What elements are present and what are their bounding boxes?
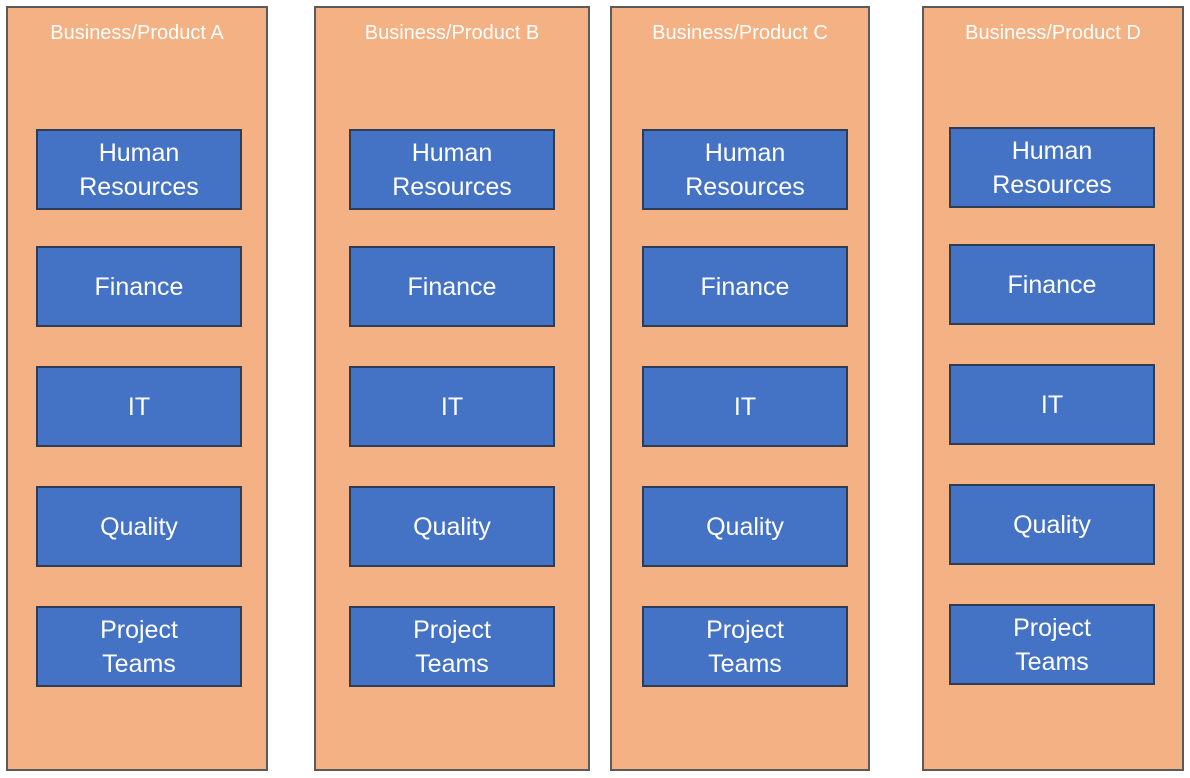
department-box-project-teams: Project Teams xyxy=(642,606,848,687)
column-title: Business/Product B xyxy=(364,22,540,44)
box-label: IT xyxy=(733,392,757,421)
box-label: IT xyxy=(127,392,151,421)
department-box-finance: Finance xyxy=(36,246,242,327)
department-box-quality: Quality xyxy=(349,486,555,567)
box-label: Project Teams xyxy=(706,615,784,678)
department-box-it: IT xyxy=(949,364,1155,445)
box-label: Quality xyxy=(413,512,491,541)
department-box-human-resources: Human Resources xyxy=(949,127,1155,208)
department-box-human-resources: Human Resources xyxy=(642,129,848,210)
business-column-b: Business/Product B Human Resources Finan… xyxy=(314,6,590,771)
box-label: Quality xyxy=(706,512,784,541)
box-label: Project Teams xyxy=(100,615,178,678)
department-box-project-teams: Project Teams xyxy=(349,606,555,687)
column-title: Business/Product D xyxy=(965,22,1141,44)
department-box-it: IT xyxy=(642,366,848,447)
box-label: IT xyxy=(440,392,464,421)
department-box-finance: Finance xyxy=(949,244,1155,325)
department-box-finance: Finance xyxy=(642,246,848,327)
box-label: Project Teams xyxy=(413,615,491,678)
box-label: Finance xyxy=(1007,270,1097,299)
department-box-quality: Quality xyxy=(36,486,242,567)
box-label: Human Resources xyxy=(79,138,199,201)
business-column-c: Business/Product C Human Resources Finan… xyxy=(610,6,870,771)
department-box-finance: Finance xyxy=(349,246,555,327)
box-label: Human Resources xyxy=(685,138,805,201)
box-label: Human Resources xyxy=(392,138,512,201)
box-label: Project Teams xyxy=(1013,613,1091,676)
department-box-project-teams: Project Teams xyxy=(36,606,242,687)
box-label: Quality xyxy=(1013,510,1091,539)
business-column-a: Business/Product A Human Resources Finan… xyxy=(6,6,268,771)
column-title: Business/Product C xyxy=(652,22,828,44)
department-box-it: IT xyxy=(349,366,555,447)
department-box-quality: Quality xyxy=(949,484,1155,565)
department-box-quality: Quality xyxy=(642,486,848,567)
column-title: Business/Product A xyxy=(50,22,224,44)
business-column-d: Business/Product D Human Resources Finan… xyxy=(922,6,1184,771)
box-label: Quality xyxy=(100,512,178,541)
department-box-it: IT xyxy=(36,366,242,447)
department-box-human-resources: Human Resources xyxy=(36,129,242,210)
box-label: Finance xyxy=(94,272,184,301)
department-box-project-teams: Project Teams xyxy=(949,604,1155,685)
box-label: Finance xyxy=(407,272,497,301)
department-box-human-resources: Human Resources xyxy=(349,129,555,210)
box-label: Finance xyxy=(700,272,790,301)
box-label: IT xyxy=(1040,390,1064,419)
box-label: Human Resources xyxy=(992,136,1112,199)
